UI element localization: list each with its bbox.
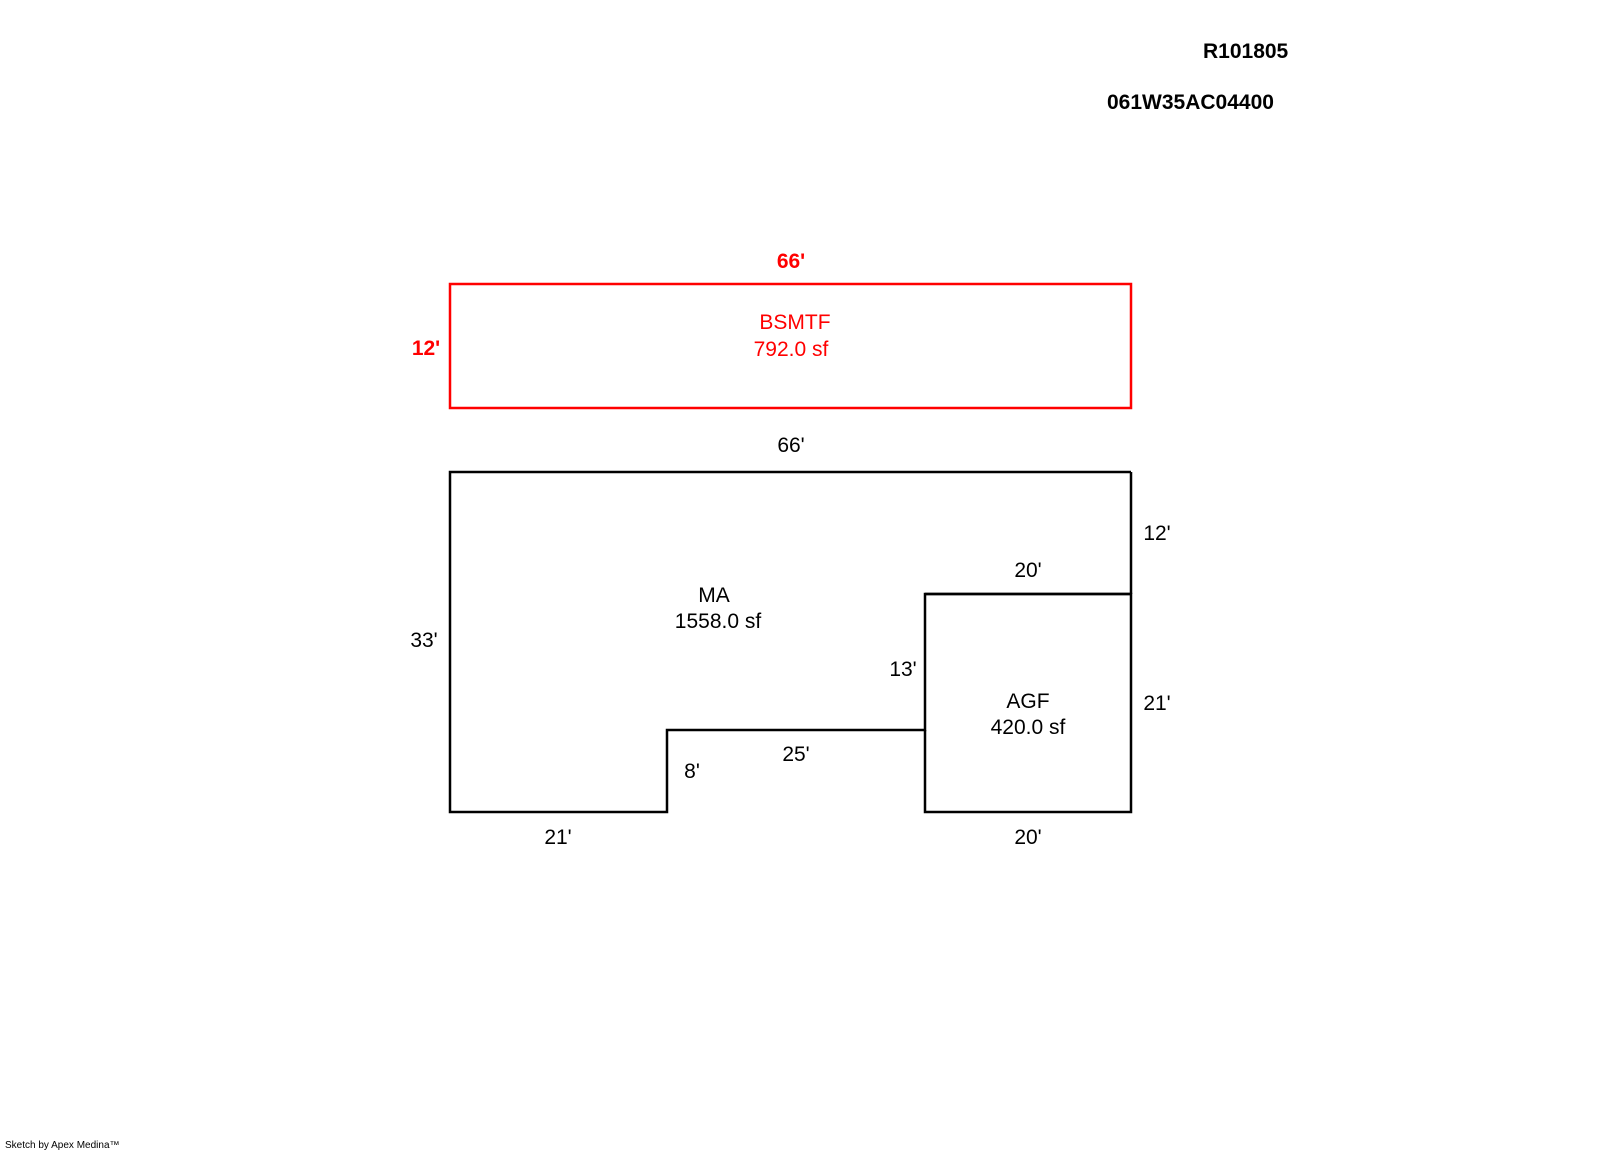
garage-code: AGF	[1006, 690, 1049, 713]
basement-area: 792.0 sf	[754, 338, 829, 361]
main-area-area: 1558.0 sf	[675, 610, 762, 633]
main-area-dim-left: 33'	[410, 629, 437, 652]
main-area-outline	[448, 470, 1131, 814]
garage-dim-right: 21'	[1143, 692, 1170, 715]
account-number: R101805	[1203, 40, 1289, 63]
garage-dim-top: 20'	[1014, 559, 1041, 582]
garage-area: 420.0 sf	[991, 716, 1066, 739]
main-area-dim-notch: 25'	[782, 743, 809, 766]
main-area-dim-inner: 13'	[889, 658, 916, 681]
garage-dim-bottom: 20'	[1014, 826, 1041, 849]
basement-code: BSMTF	[759, 311, 830, 334]
main-area-dim-step: 8'	[684, 760, 700, 783]
garage-outline	[923, 592, 1133, 814]
main-area-code: MA	[698, 584, 730, 607]
main-area-dim-bottom-left: 21'	[544, 826, 571, 849]
basement-outline	[448, 282, 1133, 410]
sketch-credit: Sketch by Apex Medina™	[5, 1140, 120, 1151]
basement-dim-left: 12'	[412, 337, 440, 360]
map-tax-lot: 061W35AC04400	[1107, 91, 1274, 114]
basement-dim-top: 66'	[777, 250, 805, 273]
main-area-dim-right-upper: 12'	[1143, 522, 1170, 545]
main-area-dim-top: 66'	[777, 434, 804, 457]
